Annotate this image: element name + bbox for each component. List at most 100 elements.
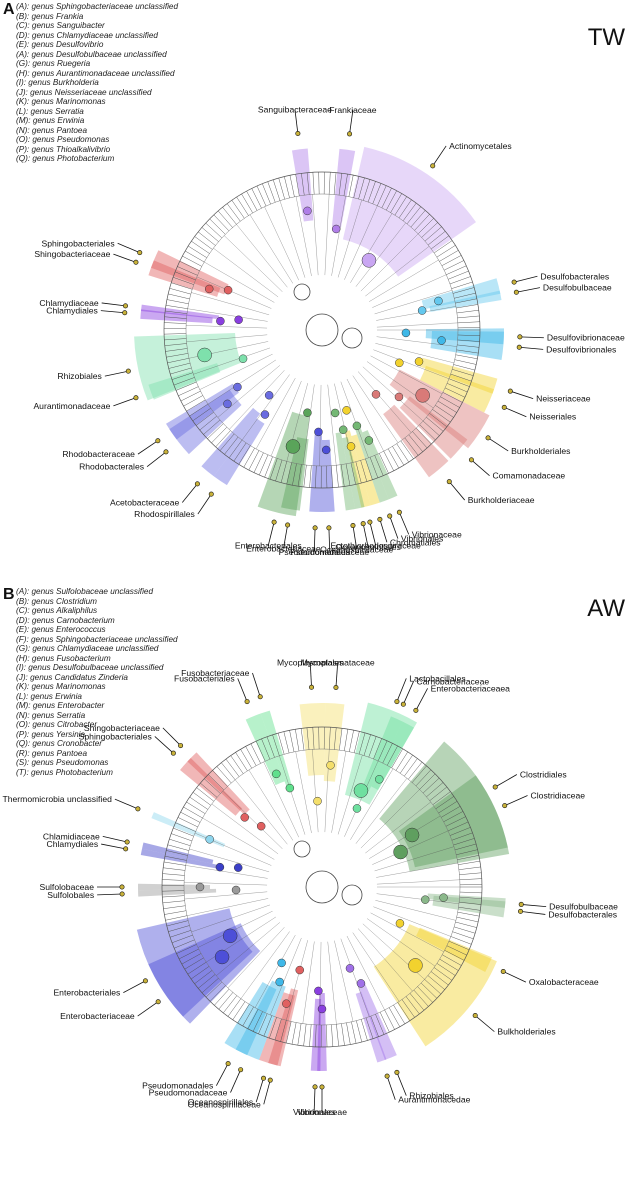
clade-highlight	[165, 383, 239, 440]
label-leader-line	[101, 302, 126, 307]
label-leader-line	[309, 662, 312, 688]
clade-node	[434, 296, 443, 306]
label-leader-line	[117, 242, 140, 254]
clade-node	[364, 436, 374, 445]
label-anchor-dot	[155, 999, 161, 1005]
clade-node	[233, 382, 242, 392]
legend-entry: (H): genus Aurantimonadaceae unclassifie…	[16, 68, 175, 78]
tree-node	[293, 283, 311, 301]
clade-label: Rhodobacteraceae	[62, 449, 135, 459]
clade-node	[222, 928, 238, 944]
clade-highlight	[140, 304, 220, 320]
clade-label: Rhizobiales	[57, 371, 101, 381]
clade-label: Enterobacteriales	[53, 988, 120, 998]
label-anchor-dot	[468, 457, 474, 463]
clade-node	[195, 882, 205, 892]
label-anchor-dot	[271, 519, 277, 525]
clade-highlight	[416, 927, 492, 972]
label-anchor-dot	[137, 250, 143, 256]
legend-entry: (D): genus Carnobacterium	[16, 615, 115, 625]
legend-entry: (O): genus Citrobacter	[16, 720, 97, 729]
label-anchor-dot	[257, 694, 263, 700]
clade-label: Pseudomonadales	[142, 1081, 213, 1091]
clade-node	[295, 965, 304, 975]
clade-label: Comamonadaceae	[493, 471, 566, 481]
clade-label: Oceanospirillaceae	[188, 1099, 261, 1109]
clade-label: Pseudomonadaceae	[290, 547, 369, 557]
clade-highlight	[309, 433, 322, 512]
label-leader-line	[474, 1015, 495, 1032]
label-anchor-dot	[518, 901, 524, 907]
label-leader-line	[349, 110, 354, 134]
legend-entry: (C): genus Alkaliphilus	[16, 606, 98, 615]
clade-label: Desulfovibrionales	[546, 344, 616, 354]
legend-entry: (M): genus Erwinia	[16, 116, 85, 125]
clade-label: Neisseriaceae	[536, 394, 591, 404]
panel-a: A TW (A): genus Sphingobacteriaceae uncl…	[0, 0, 637, 585]
label-anchor-dot	[500, 969, 506, 975]
clade-node	[352, 421, 362, 431]
label-leader-line	[230, 1069, 242, 1093]
clade-highlight	[134, 333, 242, 401]
clade-node	[205, 835, 214, 844]
clade-node	[326, 761, 335, 770]
clade-node	[415, 388, 430, 403]
clade-highlight	[331, 148, 356, 228]
clade-highlight	[148, 923, 261, 1024]
label-anchor-dot	[163, 449, 169, 455]
label-leader-line	[162, 727, 181, 746]
clade-highlight	[148, 260, 221, 297]
label-anchor-dot	[178, 743, 184, 749]
clade-node	[223, 399, 232, 409]
label-leader-line	[335, 662, 339, 688]
clade-node	[342, 406, 351, 415]
legend-entry: (G): genus Ruegeria	[16, 59, 91, 68]
clade-highlight	[362, 430, 398, 500]
clade-highlight	[138, 883, 211, 891]
clade-label: Chlamidiaceae	[43, 831, 100, 841]
legend-entry: (M): genus Enterobacter	[16, 701, 105, 710]
legend-entry: (L): genus Serratia	[16, 106, 84, 116]
clade-highlight	[291, 148, 314, 222]
legend-entry: (R): genus Pantoea	[16, 748, 88, 758]
clade-label: Vibrionales	[293, 1107, 335, 1117]
label-anchor-dot	[122, 303, 128, 309]
clade-label: Rhodospirillales	[134, 509, 195, 519]
label-anchor-dot	[511, 279, 517, 285]
clade-label: Burkholderiales	[511, 446, 570, 456]
clade-node	[256, 821, 266, 831]
label-anchor-dot	[312, 1084, 318, 1090]
label-leader-line	[516, 287, 540, 293]
label-leader-line	[369, 522, 377, 546]
clade-label: Mycoplasmataceae	[301, 658, 375, 668]
label-anchor-dot	[312, 525, 318, 531]
clade-node	[353, 783, 369, 798]
clade-label: Fusobacteriaceae	[181, 668, 250, 678]
clade-highlight	[260, 710, 292, 788]
clade-node	[352, 804, 362, 813]
clade-node	[345, 964, 355, 973]
clade-highlight	[187, 752, 250, 815]
label-anchor-dot	[518, 908, 524, 914]
label-anchor-dot	[119, 884, 125, 890]
clade-highlight	[358, 983, 397, 1060]
clade-node	[216, 316, 225, 326]
clade-highlight	[138, 888, 217, 897]
label-leader-line	[137, 440, 159, 455]
label-anchor-dot	[377, 516, 383, 522]
clade-label: Ectothiorhodospiraceae	[331, 540, 422, 550]
label-leader-line	[495, 774, 518, 788]
clade-label: Enterobacteriaceae	[60, 1011, 135, 1021]
clade-node	[233, 863, 243, 872]
label-anchor-dot	[507, 388, 513, 394]
label-anchor-dot	[501, 404, 507, 410]
label-anchor-dot	[123, 846, 129, 852]
clade-node	[361, 253, 377, 268]
clade-highlight	[419, 357, 498, 394]
clade-node	[439, 893, 448, 902]
legend-entry: (I): genus Burkholderia	[16, 78, 99, 87]
clade-label: Desulfovibrionaceae	[547, 333, 625, 343]
label-leader-line	[263, 1080, 271, 1105]
label-leader-line	[146, 451, 167, 467]
